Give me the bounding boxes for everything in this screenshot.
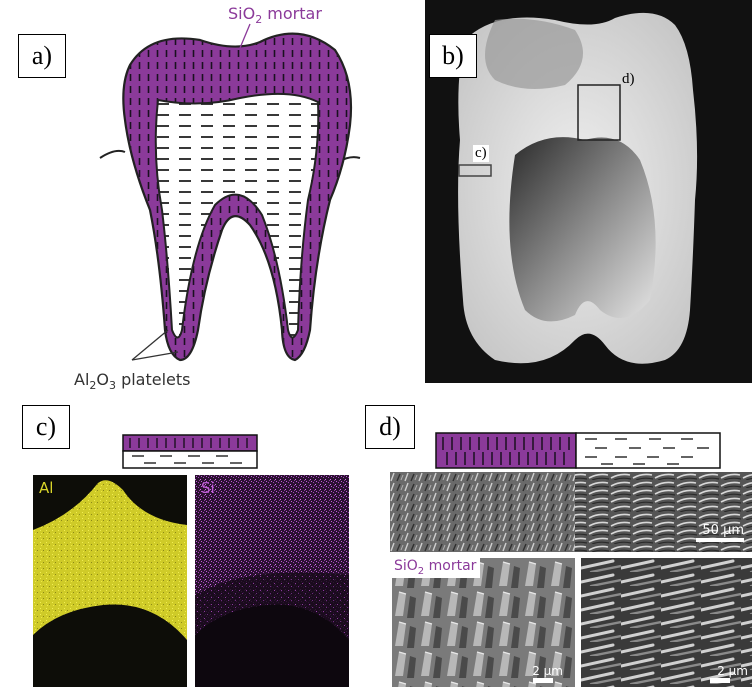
platelets-sub-3: 3	[109, 379, 116, 392]
mortar-text: SiO	[228, 4, 255, 23]
panel-d-schematic	[435, 432, 721, 470]
al-map: Al	[33, 475, 187, 687]
scalebar-left-line	[533, 678, 553, 683]
scalebar-right-line	[710, 678, 730, 683]
scalebar-top-line	[696, 538, 744, 542]
panel-d-label: d)	[365, 405, 415, 449]
panel-b: b) c) d)	[425, 0, 752, 383]
enamel-layer	[123, 34, 351, 360]
region-c-label: c)	[473, 145, 489, 162]
mortar-tag-text: SiO	[394, 558, 418, 574]
mortar-suffix: mortar	[262, 4, 322, 23]
panel-d: d)	[360, 400, 752, 687]
si-map: Si	[195, 475, 349, 687]
platelets-al: Al	[74, 370, 89, 389]
panel-b-label: b)	[429, 34, 477, 78]
scalebar-right-label: 2 μm	[717, 664, 748, 678]
sem-mortar-detail: SiO2 mortar 2 μm	[392, 558, 575, 687]
region-d-label: d)	[622, 71, 635, 88]
platelets-suffix: platelets	[116, 370, 191, 389]
platelets-callout: Al2O3 platelets	[74, 370, 191, 392]
si-map-label: Si	[201, 479, 215, 497]
al-map-label: Al	[39, 479, 53, 497]
mortar-tag-suffix: mortar	[424, 558, 476, 574]
panel-a: a) SiO2 mortar Al2O3 platelets	[0, 0, 380, 400]
sem-overview: 50 μm	[390, 472, 752, 552]
panel-c-schematic	[122, 434, 258, 470]
scalebar-top-label: 50 μm	[702, 523, 744, 538]
panel-c: c) Al	[0, 400, 360, 687]
mortar-callout: SiO2 mortar	[228, 4, 322, 26]
sem-platelet-detail: 2 μm	[581, 558, 752, 687]
platelets-o: O	[96, 370, 109, 389]
panel-c-label: c)	[22, 405, 70, 449]
scalebar-left-label: 2 μm	[532, 664, 563, 678]
mortar-tag: SiO2 mortar	[392, 558, 480, 578]
panel-a-label: a)	[18, 34, 66, 78]
